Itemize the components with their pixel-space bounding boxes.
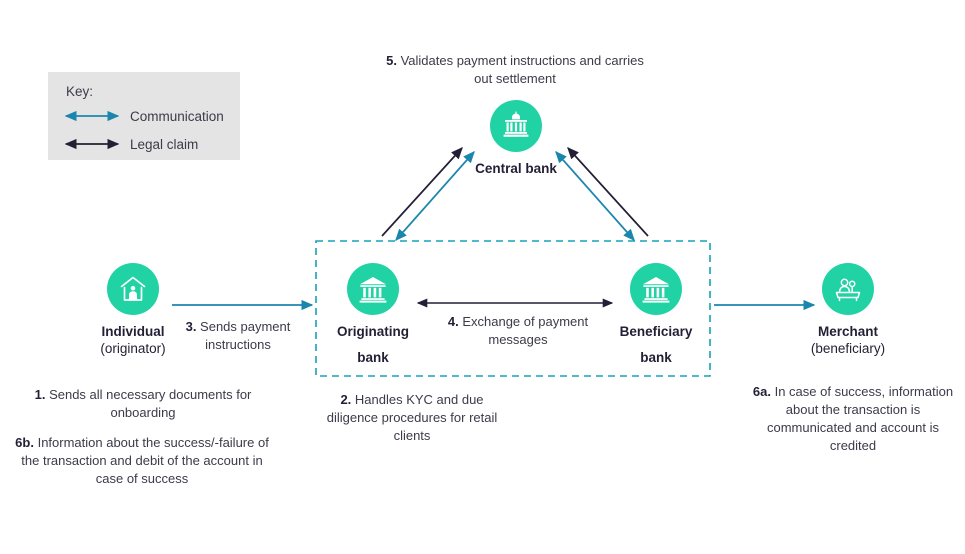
note-step-6b-text: Information about the success/-failure o…	[21, 435, 269, 486]
bank-icon	[642, 277, 670, 303]
note-step-4: 4. Exchange of payment messages	[428, 313, 608, 349]
central-bank-icon	[503, 111, 529, 137]
node-originating-bank-label-line2: bank	[357, 349, 389, 365]
merchant-shop-icon	[835, 278, 861, 302]
bank-icon	[359, 277, 387, 303]
interbank-boundary-box	[315, 240, 711, 377]
node-beneficiary-bank-label: Beneficiary	[619, 324, 693, 339]
connector-beneficiary-bank-to-central-bank-communication	[555, 150, 635, 242]
note-step-2-text: Handles KYC and due diligence procedures…	[326, 392, 498, 443]
note-step-1-number: 1.	[34, 387, 46, 402]
note-step-6a: 6a. In case of success, information abou…	[748, 383, 958, 455]
note-step-6b: 6b. Information about the success/-failu…	[14, 434, 270, 488]
note-step-2: 2. Handles KYC and due diligence procedu…	[318, 391, 506, 445]
node-beneficiary-bank-label-line2: bank	[640, 349, 672, 365]
node-individual-label: Individual	[101, 324, 165, 339]
central-bank-icon-circle	[490, 100, 542, 152]
legend-title: Key:	[66, 84, 94, 99]
note-step-1-text: Sends all necessary documents for onboar…	[45, 387, 252, 420]
merchant-shop-icon-circle	[822, 263, 874, 315]
note-step-5-text: Validates payment instructions and carri…	[396, 53, 644, 86]
note-step-4-number: 4.	[447, 314, 459, 329]
node-beneficiary-bank[interactable]: Beneficiary bank	[581, 263, 731, 367]
node-central-bank[interactable]: Central bank	[441, 100, 591, 178]
note-step-6b-number: 6b.	[15, 435, 34, 450]
legend-item-legal-claim-label: Legal claim	[130, 137, 199, 152]
note-step-4-text: Exchange of payment messages	[458, 314, 589, 347]
note-step-1: 1. Sends all necessary documents for onb…	[30, 386, 256, 422]
note-step-6a-text: In case of success, information about th…	[767, 384, 954, 453]
node-originating-bank-label: Originating	[337, 324, 409, 339]
note-step-5-number: 5.	[386, 53, 397, 68]
individual-house-icon	[120, 276, 146, 301]
connector-originating-bank-to-central-bank-communication	[395, 150, 475, 242]
note-step-6a-number: 6a.	[752, 384, 771, 399]
legend-arrows	[64, 110, 120, 150]
note-step-3: 3. Sends payment instructions	[158, 318, 318, 354]
note-step-5: 5. Validates payment instructions and ca…	[385, 52, 645, 88]
individual-house-icon-circle	[107, 263, 159, 315]
node-originating-bank[interactable]: Originating bank	[298, 263, 448, 367]
node-individual-sublabel: (originator)	[100, 340, 166, 356]
node-merchant-label: Merchant	[817, 324, 878, 339]
originating-bank-icon-circle	[347, 263, 399, 315]
node-central-bank-label: Central bank	[475, 161, 557, 176]
note-step-3-text: Sends payment instructions	[196, 319, 291, 352]
note-step-3-number: 3.	[185, 319, 197, 334]
beneficiary-bank-icon-circle	[630, 263, 682, 315]
node-individual[interactable]: Individual (originator)	[58, 263, 208, 358]
legend-item-communication-label: Communication	[130, 109, 224, 124]
node-merchant[interactable]: Merchant (beneficiary)	[773, 263, 923, 358]
legend-box: Key: Communication Legal claim	[48, 72, 240, 160]
note-step-2-number: 2.	[340, 392, 352, 407]
node-merchant-sublabel: (beneficiary)	[810, 340, 886, 356]
